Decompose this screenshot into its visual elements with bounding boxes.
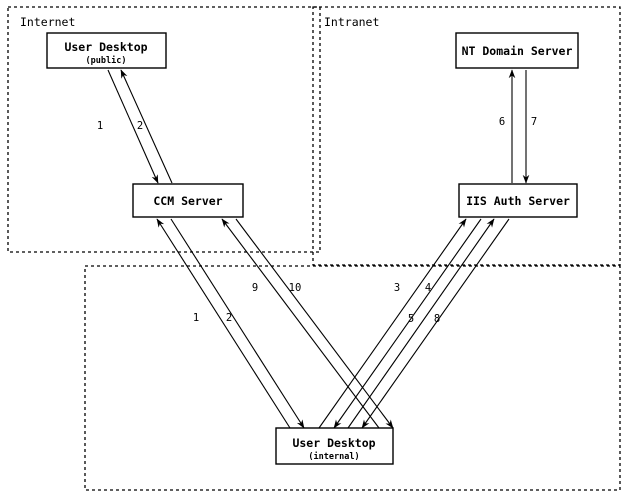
zone-label-intranet: Intranet xyxy=(324,15,379,29)
flow-arrow-flow-4 xyxy=(333,218,482,429)
node-label-iis-auth-server: IIS Auth Server xyxy=(466,194,570,208)
zone-intranet: Intranet xyxy=(312,6,621,266)
step-label-flow-9: 9 xyxy=(252,282,258,294)
step-number-labels: 1 2 1 2 9 10 3 4 5 8 6 7 xyxy=(97,116,537,325)
node-ccm-server: CCM Server xyxy=(132,183,244,218)
flow-arrow-flow-2-public xyxy=(120,69,173,184)
zone-internal xyxy=(84,265,621,491)
step-label-flow-1-public: 1 xyxy=(97,120,103,132)
flow-arrow-flow-3 xyxy=(318,218,467,429)
zone-internet: Internet xyxy=(7,6,321,253)
node-sublabel-user-desktop-public: (public) xyxy=(86,55,127,66)
flow-arrow-flow-5 xyxy=(347,218,495,429)
flow-arrow-flow-2-internal xyxy=(170,218,305,429)
node-box-user-desktop-public xyxy=(46,32,167,69)
zone-border-internet xyxy=(7,6,321,253)
step-label-flow-3: 3 xyxy=(394,282,400,294)
zone-boundaries: Internet Intranet xyxy=(7,6,621,491)
node-user-desktop-internal: User Desktop(internal) xyxy=(275,427,394,465)
flow-arrow-flow-1-public xyxy=(107,69,159,184)
flow-arrow-flow-8 xyxy=(361,218,510,429)
node-label-user-desktop-internal: User Desktop xyxy=(292,436,375,450)
node-sublabel-user-desktop-internal: (internal) xyxy=(308,451,359,462)
flow-arrows xyxy=(107,69,530,429)
flow-arrow-flow-10 xyxy=(235,218,394,429)
step-label-flow-1-internal: 1 xyxy=(193,312,199,324)
flow-arrow-flow-1-internal xyxy=(156,218,291,429)
step-label-flow-6: 6 xyxy=(499,116,505,128)
node-box-nt-domain-server xyxy=(455,32,579,69)
node-user-desktop-public: User Desktop(public) xyxy=(46,32,167,69)
node-box-user-desktop-internal xyxy=(275,427,394,465)
node-box-ccm-server xyxy=(132,183,244,218)
flow-arrow-flow-9 xyxy=(221,218,380,429)
node-label-nt-domain-server: NT Domain Server xyxy=(462,44,573,58)
step-label-flow-10: 10 xyxy=(289,282,302,294)
step-label-flow-4: 4 xyxy=(425,282,431,294)
step-label-flow-7: 7 xyxy=(531,116,537,128)
node-nt-domain-server: NT Domain Server xyxy=(455,32,579,69)
node-label-user-desktop-public: User Desktop xyxy=(64,40,147,54)
node-label-ccm-server: CCM Server xyxy=(153,194,222,208)
step-label-flow-5: 5 xyxy=(408,313,414,325)
zone-label-internet: Internet xyxy=(20,15,75,29)
step-label-flow-2-internal: 2 xyxy=(226,312,232,324)
zone-border-internal xyxy=(84,265,621,491)
node-iis-auth-server: IIS Auth Server xyxy=(458,183,578,218)
step-label-flow-2-public: 2 xyxy=(137,120,143,132)
step-label-flow-8: 8 xyxy=(434,313,440,325)
node-box-iis-auth-server xyxy=(458,183,578,218)
